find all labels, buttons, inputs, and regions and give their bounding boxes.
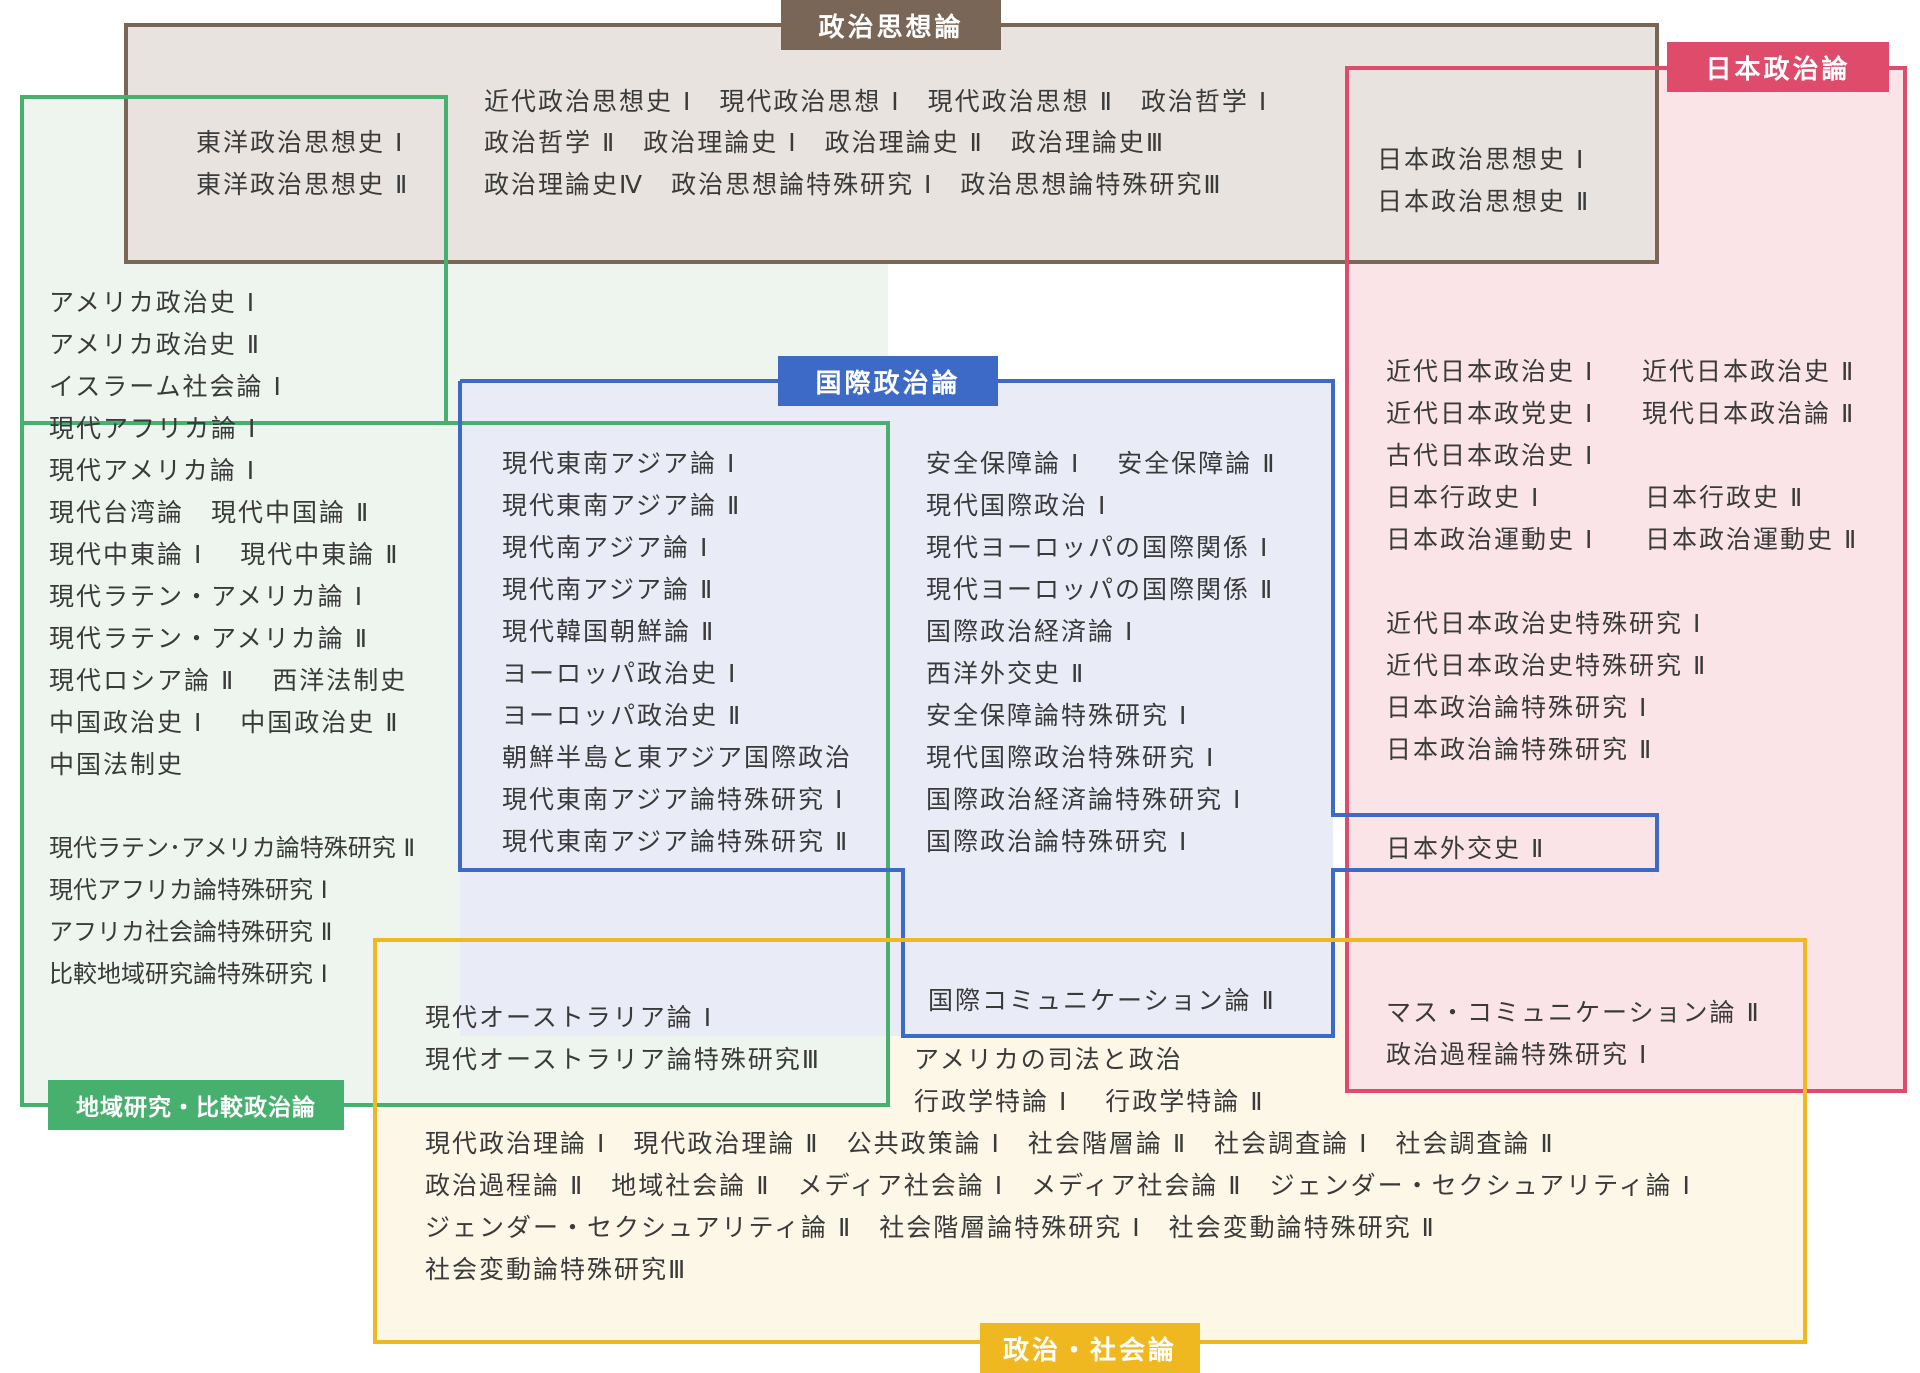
japan-society-item: マス・コミュニケーション論 Ⅱ	[1386, 998, 1761, 1027]
society-row: ジェンダー・セクシュアリティ論 Ⅱ 社会階層論特殊研究 Ⅰ 社会変動論特殊研究 …	[425, 1213, 1436, 1242]
overlap-item: 現代韓国朝鮮論 Ⅱ	[502, 617, 716, 646]
overlap-item: 現代東南アジア論 Ⅱ	[502, 491, 742, 520]
thought-east-item: 東洋政治思想史 Ⅰ	[196, 128, 405, 157]
japan-item: 日本政治運動史 Ⅰ	[1386, 525, 1595, 554]
international-label: 国際政治論	[778, 356, 998, 406]
regional-item: 現代ラテン・アメリカ論 Ⅱ	[49, 624, 370, 653]
regional-item: 現代アフリカ論 Ⅰ	[49, 414, 258, 443]
international-item: 現代国際政治特殊研究 Ⅰ	[926, 743, 1216, 772]
regional-item: 現代中東論 Ⅰ 現代中東論 Ⅱ	[49, 540, 400, 569]
society-overlap-item: 現代オーストラリア論特殊研究Ⅲ	[425, 1045, 821, 1074]
japan-special-item: 近代日本政治史特殊研究 Ⅱ	[1386, 651, 1708, 680]
international-item: 現代ヨーロッパの国際関係 Ⅰ	[926, 533, 1270, 562]
japan-label: 日本政治論	[1667, 42, 1889, 92]
society-row: 社会変動論特殊研究Ⅲ	[425, 1255, 688, 1284]
society-overlap-item: 現代オーストラリア論 Ⅰ	[425, 1003, 714, 1032]
society-row: 現代政治理論 Ⅰ 現代政治理論 Ⅱ 公共政策論 Ⅰ 社会階層論 Ⅱ 社会調査論 …	[425, 1129, 1555, 1158]
international-item: 西洋外交史 Ⅱ	[926, 659, 1086, 688]
international-item: 現代ヨーロッパの国際関係 Ⅱ	[926, 575, 1275, 604]
japan-special-item: 日本政治論特殊研究 Ⅱ	[1386, 735, 1654, 764]
overlap-item: ヨーロッパ政治史 Ⅱ	[502, 701, 743, 730]
international-item: 安全保障論 Ⅰ 安全保障論 Ⅱ	[926, 449, 1277, 478]
thought-japan-item: 日本政治思想史 Ⅱ	[1377, 187, 1591, 216]
society-row: 政治過程論 Ⅱ 地域社会論 Ⅱ メディア社会論 Ⅰ メディア社会論 Ⅱ ジェンダ…	[425, 1171, 1692, 1200]
thought-region-fill	[126, 25, 1657, 262]
international-item: 国際政治経済論 Ⅰ	[926, 617, 1135, 646]
overlap-item: 現代東南アジア論特殊研究 Ⅱ	[502, 827, 850, 856]
japan-item: 日本行政史 Ⅱ	[1645, 483, 1805, 512]
regional-special-item: 現代アフリカ論特殊研究 Ⅰ	[49, 876, 328, 904]
japan-society-item: 政治過程論特殊研究 Ⅰ	[1386, 1040, 1649, 1069]
regional-item: 現代ラテン・アメリカ論 Ⅰ	[49, 582, 365, 611]
regional-special-item: 比較地域研究論特殊研究 Ⅰ	[49, 960, 328, 988]
japan-diplomacy-item: 日本外交史 Ⅱ	[1386, 834, 1546, 863]
regional-item: イスラーム社会論 Ⅰ	[49, 372, 283, 401]
regional-special-item: 現代ラテン･アメリカ論特殊研究 Ⅱ	[49, 834, 416, 862]
overlap-item: 現代南アジア論 Ⅱ	[502, 575, 715, 604]
overlap-item: 現代東南アジア論特殊研究 Ⅰ	[502, 785, 845, 814]
thought-main-row: 政治理論史Ⅳ 政治思想論特殊研究 Ⅰ 政治思想論特殊研究Ⅲ	[484, 170, 1223, 199]
thought-japan-item: 日本政治思想史 Ⅰ	[1377, 145, 1586, 174]
overlap-item: 現代東南アジア論 Ⅰ	[502, 449, 737, 478]
japan-item: 近代日本政党史 Ⅰ	[1386, 399, 1595, 428]
thought-label: 政治思想論	[781, 0, 1001, 50]
overlap-item: 現代南アジア論 Ⅰ	[502, 533, 710, 562]
international-item: 現代国際政治 Ⅰ	[926, 491, 1108, 520]
thought-east-item: 東洋政治思想史 Ⅱ	[196, 170, 410, 199]
international-item: 国際政治論特殊研究 Ⅰ	[926, 827, 1189, 856]
regional-item: アメリカ政治史 Ⅱ	[49, 330, 262, 359]
regional-special-item: アフリカ社会論特殊研究 Ⅱ	[49, 918, 333, 946]
japan-item: 現代日本政治論 Ⅱ	[1642, 399, 1856, 428]
regional-item: 現代台湾論 現代中国論 Ⅱ	[49, 498, 371, 527]
japan-item: 近代日本政治史 Ⅰ	[1386, 357, 1595, 386]
regional-label: 地域研究・比較政治論	[48, 1080, 344, 1130]
international-item: 安全保障論特殊研究 Ⅰ	[926, 701, 1189, 730]
japan-item: 日本政治運動史 Ⅱ	[1645, 525, 1859, 554]
regional-item: 中国法制史	[49, 750, 185, 779]
overlap-item: 朝鮮半島と東アジア国際政治	[502, 743, 853, 772]
society-label: 政治・社会論	[980, 1323, 1200, 1373]
regional-item: 現代アメリカ論 Ⅰ	[49, 456, 257, 485]
thought-main-row: 近代政治思想史 Ⅰ 現代政治思想 Ⅰ 現代政治思想 Ⅱ 政治哲学 Ⅰ	[484, 87, 1269, 116]
international-item: 国際政治経済論特殊研究 Ⅰ	[926, 785, 1243, 814]
thought-main-row: 政治哲学 Ⅱ 政治理論史 Ⅰ 政治理論史 Ⅱ 政治理論史Ⅲ	[484, 128, 1166, 157]
regional-item: 現代ロシア論 Ⅱ 西洋法制史	[49, 666, 408, 695]
japan-item: 古代日本政治史 Ⅰ	[1386, 441, 1595, 470]
japan-item: 近代日本政治史 Ⅱ	[1642, 357, 1856, 386]
international-outline	[458, 379, 1659, 1038]
regional-item: アメリカ政治史 Ⅰ	[49, 288, 257, 317]
society-middle-item: 行政学特論 Ⅰ 行政学特論 Ⅱ	[914, 1087, 1265, 1116]
overlap-item: ヨーロッパ政治史 Ⅰ	[502, 659, 738, 688]
japan-special-item: 日本政治論特殊研究 Ⅰ	[1386, 693, 1649, 722]
japan-outline	[1345, 66, 1907, 1093]
japan-special-item: 近代日本政治史特殊研究 Ⅰ	[1386, 609, 1703, 638]
international-communication-item: 国際コミュニケーション論 Ⅱ	[928, 986, 1276, 1015]
regional-item: 中国政治史 Ⅰ 中国政治史 Ⅱ	[49, 708, 400, 737]
society-middle-item: アメリカの司法と政治	[914, 1045, 1183, 1074]
international-region-fill	[460, 381, 1333, 1036]
japan-item: 日本行政史 Ⅰ	[1386, 483, 1541, 512]
